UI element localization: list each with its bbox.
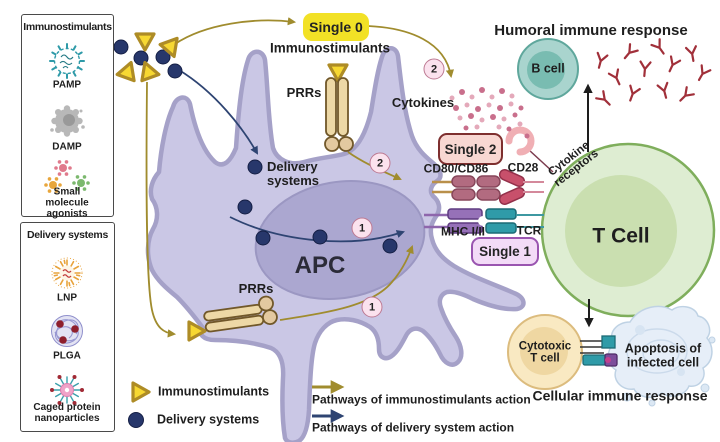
- caged-protein-label: Caged protein nanoparticles: [33, 402, 101, 424]
- delivery-systems-label: Delivery systems: [267, 158, 320, 188]
- t-cell-label: T Cell: [592, 224, 650, 248]
- tcr-label: TCR: [516, 223, 542, 238]
- cytotoxic-t-cell-label: Cytotoxic T cell: [518, 340, 572, 365]
- single1-tag: Single 1: [471, 237, 539, 266]
- cytotoxic-t-cell: [507, 314, 583, 390]
- humoral-response-title: Humoral immune response: [494, 21, 688, 39]
- pamp-virus-icon: [49, 43, 85, 79]
- cd80-cd28-synapse: [432, 168, 544, 206]
- arrow-lower-prr-to-mhc: [279, 245, 414, 321]
- prr-receptor-top: [324, 63, 354, 152]
- b-cell-label: B cell: [531, 61, 565, 76]
- prrs-top-label: PRRs: [286, 84, 322, 100]
- pamp-label: PAMP: [52, 79, 82, 91]
- t-cell: [540, 142, 716, 318]
- plga-label: PLGA: [53, 350, 81, 362]
- step-2-badge: 2: [369, 152, 391, 174]
- plga-polymer-sphere-icon: [51, 315, 83, 347]
- immunostimulants-label: Immunostimulants: [269, 40, 391, 56]
- legend-pathway-immunostimulants-label: Pathways of immunostimulants action: [312, 392, 531, 407]
- immunostimulant-pathways: [145, 17, 454, 338]
- prr-receptor-bottom: [187, 295, 278, 342]
- cd80-cd86-label: CD80/CD86: [423, 161, 489, 176]
- arrow-cluster-to-single0: [174, 17, 297, 45]
- delivery-systems-panel: Delivery systems LNP: [20, 222, 115, 432]
- arrow-cluster-to-lower-prr: [145, 81, 177, 338]
- step-1-badge: 1: [361, 296, 383, 318]
- lipid-nanoparticle-icon: [51, 257, 83, 289]
- damp-particle-icon: [50, 105, 85, 137]
- b-cell: [517, 38, 579, 100]
- prrs-bottom-label: PRRs: [238, 280, 274, 296]
- caged-protein-nanoparticle-icon: [50, 375, 84, 405]
- immunostimulants-panel: Immunostimulants PAMP: [21, 14, 114, 220]
- cytotoxic-binding-receptors: [580, 335, 618, 367]
- mhc-tcr-synapse: [424, 208, 544, 234]
- arrow-cluster-to-cell: [178, 69, 259, 155]
- legend-immunostimulants-label: Immunostimulants: [158, 384, 270, 399]
- legend-immunostimulant-icon: [131, 381, 151, 403]
- legend-delivery-icon: [128, 412, 144, 428]
- single2-tag: Single 2: [438, 133, 503, 165]
- apoptosis-label: Apoptosis of infected cell: [624, 341, 702, 369]
- damp-label: DAMP: [52, 141, 82, 153]
- stimulant-cluster: [113, 32, 185, 83]
- arrow-single0-to-cytokines: [367, 25, 454, 79]
- cytokine-receptor-icon: [505, 126, 554, 173]
- small-molecule-label: Small molecule agonists: [45, 186, 89, 220]
- antibody-particles: [592, 38, 712, 110]
- cytokine-particles: [449, 87, 530, 142]
- cytokines-label: Cytokines: [391, 94, 455, 110]
- apc-label: APC: [294, 252, 346, 280]
- apc-cell: [145, 46, 526, 442]
- cd28-label: CD28: [507, 160, 539, 175]
- lnp-label: LNP: [57, 292, 77, 304]
- single0-tag: Single 0: [303, 13, 369, 41]
- step-1-badge: 1: [351, 217, 373, 239]
- cellular-response-title: Cellular immune response: [532, 387, 708, 404]
- delivery-system-particles: [237, 159, 398, 254]
- immunostimulants-panel-title: Immunostimulants: [23, 21, 112, 33]
- legend-icons: [128, 380, 345, 428]
- step-2-badge: 2: [423, 58, 445, 80]
- delivery-systems-panel-title: Delivery systems: [26, 229, 108, 241]
- mhc-label: MHC I/II: [441, 224, 485, 239]
- apc-nucleus: [254, 180, 426, 300]
- legend-delivery-label: Delivery systems: [157, 412, 260, 427]
- legend-pathway-delivery-label: Pathways of delivery system action: [312, 420, 515, 435]
